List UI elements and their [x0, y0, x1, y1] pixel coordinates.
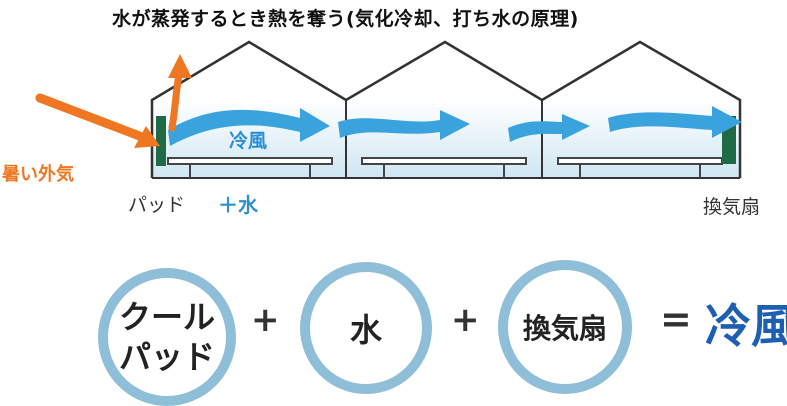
cooling-pad: [156, 116, 166, 166]
greenhouse-outline: [150, 40, 742, 178]
water-label: 水: [349, 311, 382, 349]
cool-pad-line2: パッド: [118, 338, 215, 376]
fan-circle: 換気扇: [498, 260, 632, 394]
cold-wind-arrows: [168, 106, 742, 146]
result-cold-wind: 冷風: [705, 299, 787, 353]
cool-pad-line1: クール: [118, 298, 215, 336]
hot-air-arrow: [35, 93, 160, 148]
water-circle: 水: [300, 262, 432, 394]
hot-outside-air-label: 暑い外気: [2, 164, 74, 185]
fan-circle-label: 換気扇: [522, 312, 607, 345]
pad-label: パッド: [128, 194, 186, 216]
diagram-title: 水が蒸発するとき熱を奪う(気化冷却、打ち水の原理): [112, 8, 579, 30]
plus-sign-1: +: [251, 300, 280, 340]
cold-wind-label: 冷風: [229, 130, 268, 152]
cool-pad-circle: クール パッド: [98, 268, 236, 406]
bench-1: [167, 157, 333, 178]
plus-water-label: ＋水: [218, 193, 258, 217]
fan-label: 換気扇: [703, 196, 761, 218]
plus-sign-2: +: [451, 300, 480, 340]
equals-sign: =: [660, 297, 692, 341]
bench-2: [361, 157, 527, 178]
evaporation-arrow: [168, 54, 192, 132]
